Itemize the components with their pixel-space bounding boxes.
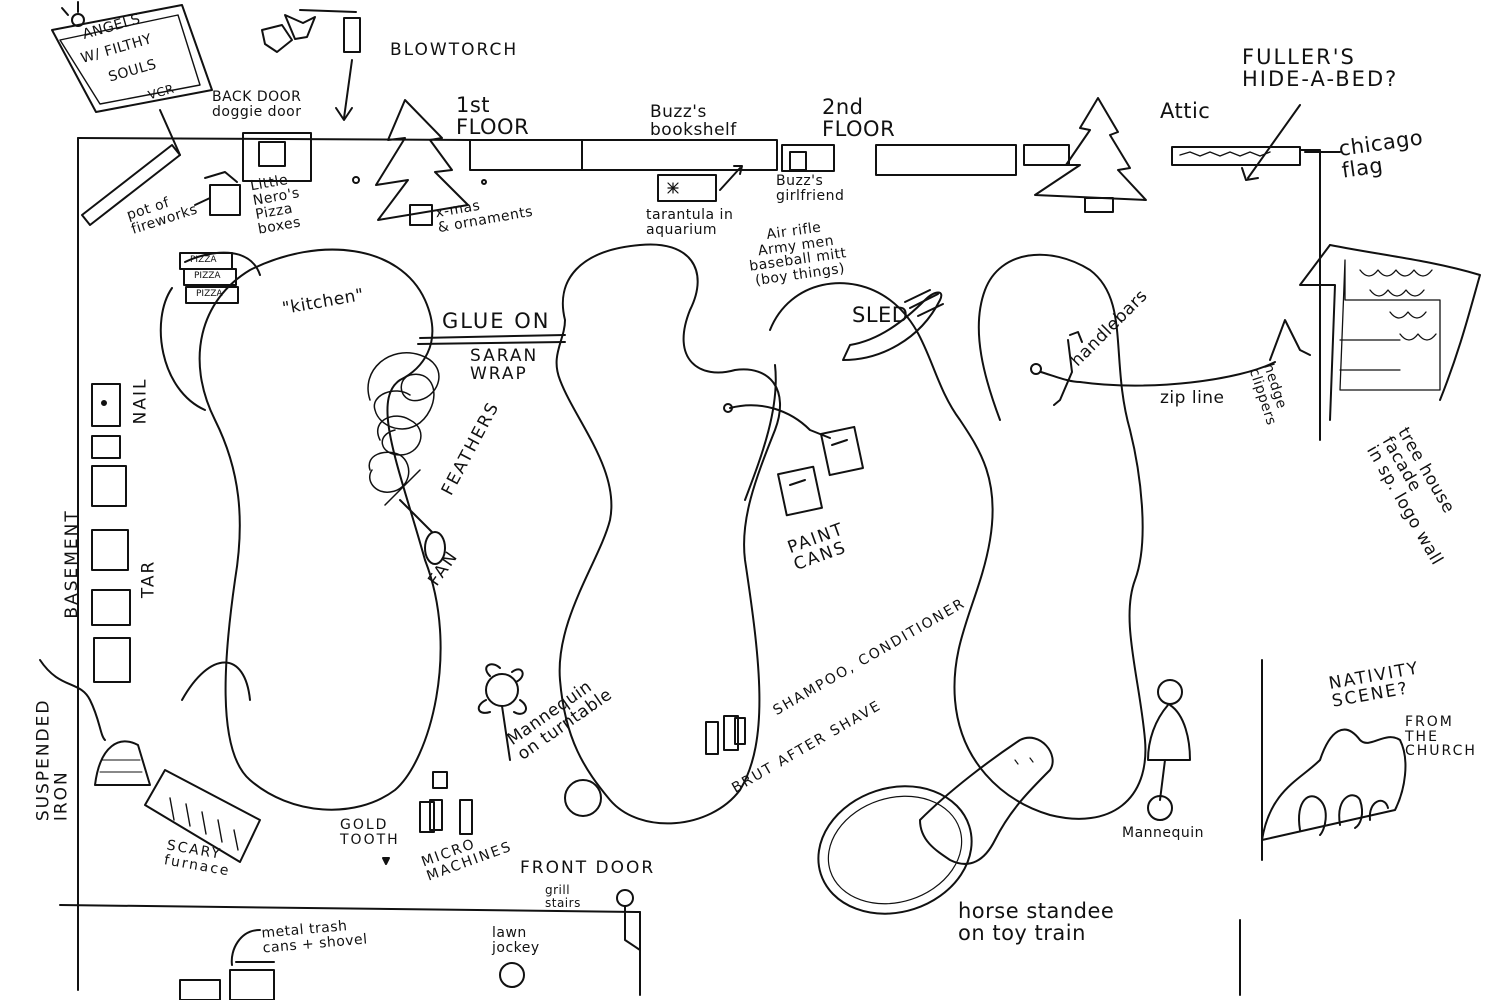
label-nail: NAIL [130, 377, 151, 425]
label-second-floor: 2nd FLOOR [822, 95, 896, 142]
pizza-box-1: PIZZA [190, 255, 217, 265]
basement-squares [91, 383, 131, 683]
label-back-door: BACK DOOR doggie door [212, 89, 302, 120]
kitchen-blob [198, 248, 442, 811]
front-door-drawing [499, 889, 641, 988]
blob-three [769, 253, 1147, 820]
pizza-arc [159, 251, 261, 411]
label-horse: horse standee on toy train [958, 899, 1115, 946]
label-front-door: FRONT DOOR [520, 858, 656, 878]
label-buzz-bookshelf: Buzz's bookshelf [650, 102, 737, 140]
fireworks-pot-drawing [194, 171, 241, 216]
house-outline [59, 137, 1321, 996]
saran-wrap-scribble [367, 352, 440, 506]
horse-train-drawing [817, 736, 1054, 915]
floor-beams [469, 139, 1301, 176]
glue-line [417, 334, 566, 345]
pizza-box-2: PIZZA [194, 271, 221, 281]
label-zip-line: zip line [1160, 388, 1225, 408]
paint-cans-drawing [723, 403, 864, 517]
micro-machines-drawing [382, 771, 473, 865]
label-first-floor: 1st FLOOR [456, 93, 530, 140]
label-fuller: FULLER'S HIDE-A-BED? [1242, 45, 1399, 92]
label-glue: GLUE ON [442, 309, 551, 333]
label-saran: SARAN WRAP [470, 346, 539, 384]
label-tar: TAR [138, 559, 159, 599]
scary-furnace-drawing [144, 769, 261, 863]
hide-a-bed-arrow [1241, 104, 1341, 181]
label-from-church: FROM THE CHURCH [1405, 714, 1477, 760]
back-door-drawing [242, 132, 312, 182]
pizza-boxes-drawing [179, 252, 239, 304]
shampoo-bottles-drawing [705, 715, 746, 755]
pizza-box-3: PIZZA [196, 289, 223, 299]
label-tarantula: tarantula in aquarium [646, 207, 734, 238]
furnace-arc [181, 661, 251, 701]
blob-link [744, 364, 777, 501]
label-gold-tooth: GOLD TOOTH [340, 817, 400, 848]
label-mannequin: Mannequin [1122, 825, 1205, 841]
aquarium-drawing [657, 151, 807, 202]
fan-drawing [399, 499, 446, 565]
label-buzz-girlfriend: Buzz's girlfriend [776, 173, 845, 204]
label-front-door-sub: grill stairs [545, 883, 581, 910]
sled-drawing [842, 289, 944, 361]
blob-two [555, 243, 781, 825]
mannequin-turntable-drawing [477, 663, 602, 817]
christmas-tree-left [352, 99, 487, 226]
nativity-scene-drawing [1261, 728, 1407, 841]
zip-line-drawing [1030, 319, 1311, 406]
label-sled: SLED [852, 303, 909, 327]
blowtorch-drawing [261, 9, 361, 121]
angels-sign [51, 1, 213, 226]
christmas-tree-right [1034, 97, 1147, 213]
mannequin-drawing [1147, 679, 1191, 821]
suspended-iron-drawing [39, 659, 151, 786]
label-blowtorch: BLOWTORCH [390, 40, 519, 60]
tree-house-drawing [1299, 244, 1481, 421]
label-little-nero: Little Nero's Pizza boxes [249, 171, 303, 238]
label-basement: BASEMENT [61, 509, 82, 619]
label-suspended-iron: SUSPENDED IRON [33, 698, 72, 822]
label-lawn-jockey: lawn jockey [492, 925, 540, 956]
label-attic: Attic [1160, 99, 1211, 123]
trash-cans-drawing [179, 929, 275, 1000]
